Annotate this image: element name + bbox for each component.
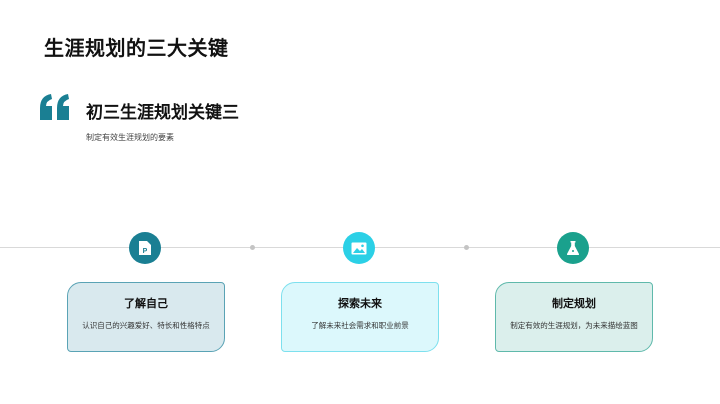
step-card-2: 探索未来 了解未来社会需求和职业前景 [281,282,439,352]
step-card-1: 了解自己 认识自己的兴趣爱好、特长和性格特点 [67,282,225,352]
timeline-dot [250,245,255,250]
step-text: 制定有效的生涯规划，为未来描绘蓝图 [510,321,638,330]
page-title: 生涯规划的三大关键 [44,36,229,60]
presentation-file-icon: P [139,241,151,255]
step-title: 了解自己 [124,297,168,310]
quote-description: 制定有效生涯规划的要素 [86,133,174,142]
timeline-dot [464,245,469,250]
step-card-3: 制定规划 制定有效的生涯规划，为未来描绘蓝图 [495,282,653,352]
quote-icon [40,94,69,120]
step-node-1: P [129,232,161,264]
quote-title: 初三生涯规划关键三 [86,103,239,123]
step-node-2 [343,232,375,264]
step-title: 探索未来 [338,297,382,310]
step-text: 认识自己的兴趣爱好、特长和性格特点 [82,321,210,330]
image-icon [351,242,367,254]
step-title: 制定规划 [552,297,596,310]
step-node-3 [557,232,589,264]
svg-text:P: P [143,248,148,255]
step-text: 了解未来社会需求和职业前景 [311,321,409,330]
flask-icon [566,241,580,255]
